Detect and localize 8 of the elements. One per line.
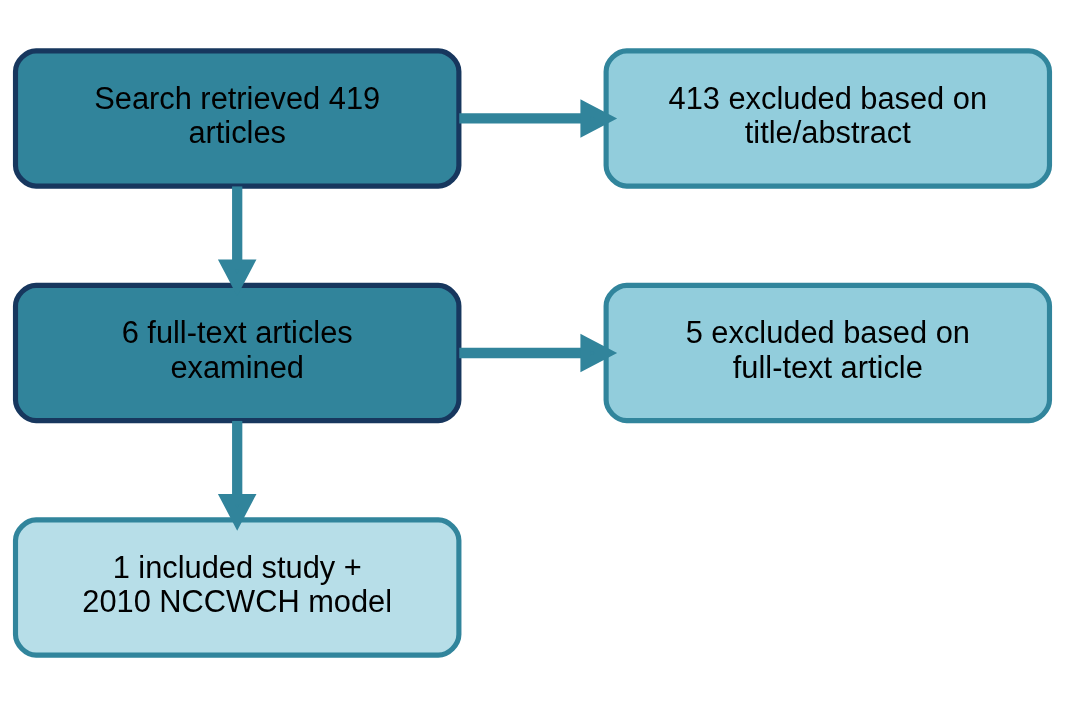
arrow (459, 333, 618, 373)
arrow (459, 99, 618, 138)
node-box: 1 included study + 2010 NCCWCH model (12, 517, 462, 658)
node-box: 413 excluded based on title/abstract (603, 48, 1053, 189)
node-box: Search retrieved 419 articles (12, 48, 462, 189)
node-box: 5 excluded based on full-text article (603, 282, 1053, 424)
node-box: 6 full-text articles examined (12, 282, 462, 424)
arrow (217, 420, 257, 531)
